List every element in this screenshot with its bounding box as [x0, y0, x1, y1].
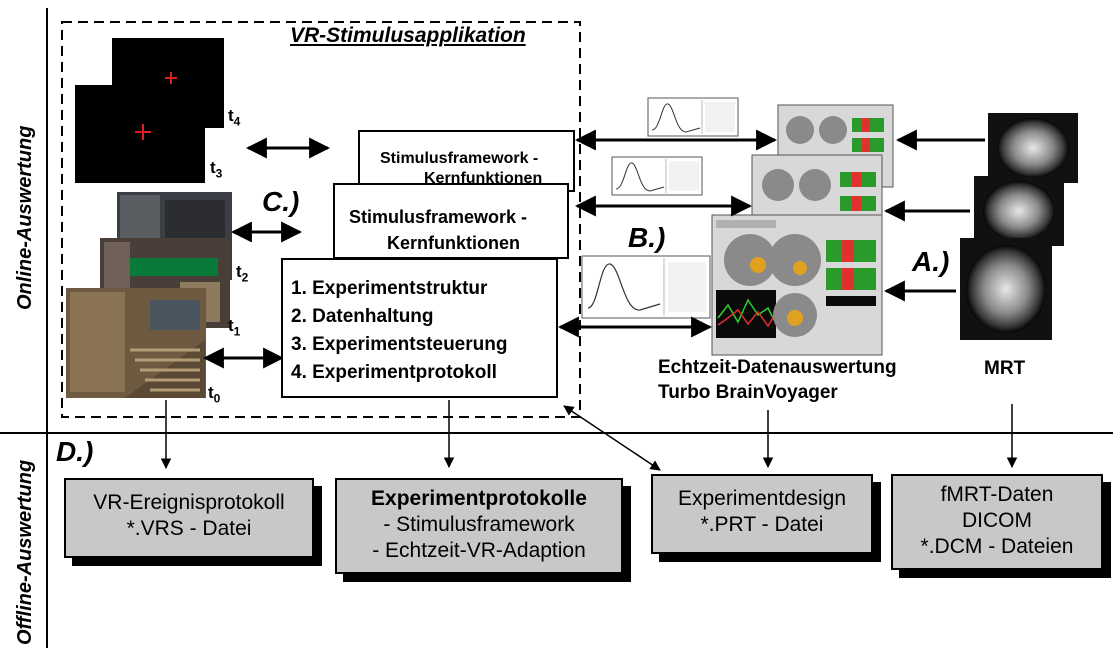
mrt-slice-middle	[974, 176, 1064, 246]
time-label-t4: t4	[228, 106, 241, 129]
step-label-c: C.)	[262, 186, 300, 217]
step-label-b: B.)	[628, 222, 666, 253]
framework-box-back: Stimulusframework - Kernfunktionen	[358, 130, 575, 192]
online-label: Online-Auswertung	[14, 125, 36, 310]
fmrt-box: fMRT-Daten DICOM *.DCM - Dateien	[891, 474, 1103, 570]
experiment-structure-box: 1. Experimentstruktur 2. Datenhaltung 3.…	[281, 258, 558, 398]
stimulus-screen-t3	[75, 85, 205, 183]
time-label-t3: t3	[210, 158, 223, 181]
mrt-slice-back	[988, 113, 1078, 183]
time-label-t2: t2	[236, 262, 249, 285]
step-label-a: A.)	[912, 246, 950, 277]
tbv-caption-2: Turbo BrainVoyager	[658, 382, 838, 403]
tbv-screenshot-front	[711, 214, 883, 356]
step-label-d: D.)	[56, 436, 94, 467]
time-label-t0: t0	[208, 383, 221, 406]
offline-label: Offline-Auswertung	[14, 459, 36, 645]
exp-protocols-box: Experimentprotokolle - Stimulusframework…	[335, 478, 623, 574]
crosshair-icon	[165, 72, 177, 84]
mrt-caption: MRT	[984, 358, 1026, 379]
crosshair-icon	[135, 124, 151, 140]
exp-design-box: Experimentdesign *.PRT - Datei	[651, 474, 873, 554]
hrf-curve-top	[647, 97, 739, 137]
vr-protocol-box: VR-Ereignisprotokoll *.VRS - Datei	[64, 478, 314, 558]
vr-title: VR-Stimulusapplikation	[290, 24, 526, 47]
tbv-caption-1: Echtzeit-Datenauswertung	[658, 357, 897, 378]
game-scene-t0	[66, 288, 206, 398]
vr-region-border	[61, 21, 581, 418]
mrt-slice-front	[960, 238, 1052, 340]
framework-box-middle: Stimulusframework - Kernfunktionen	[333, 183, 569, 259]
hrf-curve-front	[581, 255, 711, 319]
hrf-curve-middle	[611, 156, 703, 196]
arrow-experiment-design	[563, 405, 661, 471]
time-label-t1: t1	[228, 316, 241, 339]
